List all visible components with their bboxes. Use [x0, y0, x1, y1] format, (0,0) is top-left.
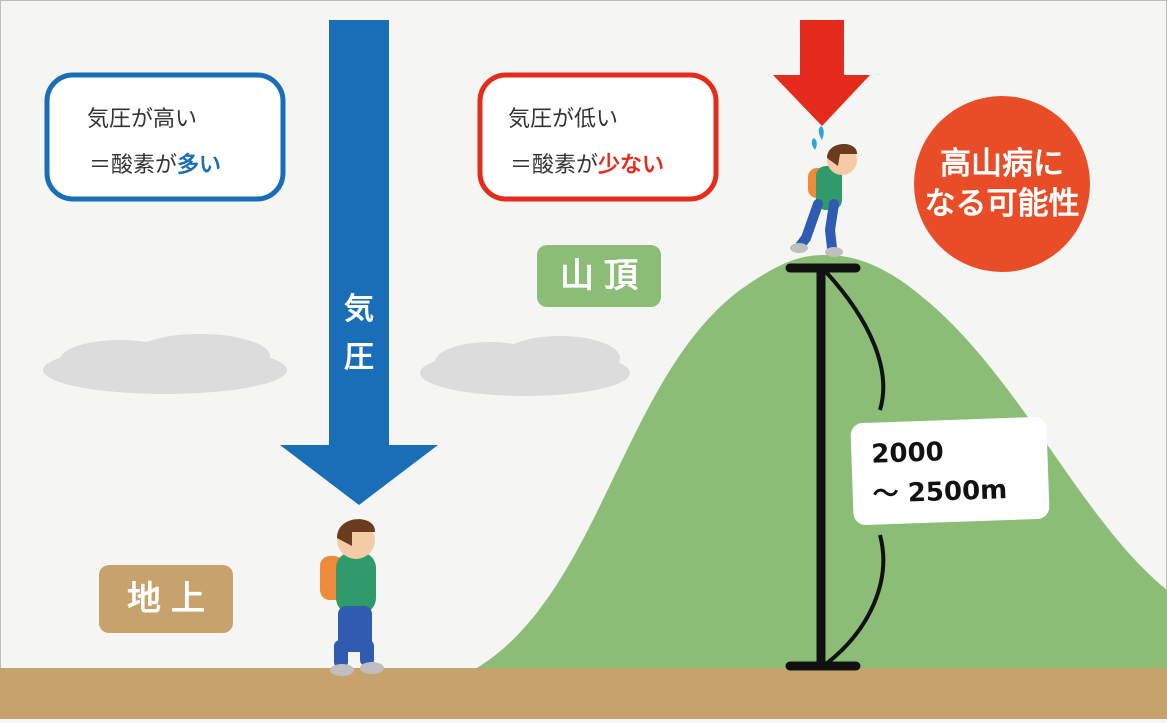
pressure-arrow-red [773, 20, 870, 126]
ground-label: 地上 [99, 565, 233, 633]
cloud-left [43, 334, 287, 394]
hiker-icon [320, 519, 384, 676]
oxygen-high-line: ＝酸素が多い [89, 147, 221, 179]
pressure-char-2: 圧 [344, 340, 374, 375]
height-curve-bottom [824, 534, 886, 666]
high-pressure-text: 気圧が高い [87, 107, 198, 132]
ground [0, 668, 1167, 719]
left-box-border [44, 72, 286, 202]
height-bracket [785, 263, 861, 671]
height-range-line-1: 2000 [870, 437, 945, 470]
height-range-label: 2000 ～ 2500m [850, 416, 1050, 526]
oxygen-low-line: ＝酸素が少ない [510, 147, 664, 179]
oxygen-prefix: ＝酸素が [89, 153, 178, 178]
pressure-char-1: 気 [344, 292, 374, 327]
low-pressure-text: 気圧が低い [508, 107, 619, 132]
altitude-sickness-badge: 高山病に なる可能性 [914, 96, 1090, 272]
pressure-arrow-label: 気 圧 [339, 286, 379, 382]
badge-line-1: 高山病に [940, 146, 1064, 182]
high-pressure-box: 気圧が高い ＝酸素が多い [47, 75, 283, 199]
oxygen-prefix-low: ＝酸素が [510, 153, 599, 178]
oxygen-high-emphasis: 多い [177, 153, 222, 178]
badge-line-2: なる可能性 [924, 186, 1080, 222]
summit-label: 山頂 [537, 245, 661, 307]
oxygen-low-emphasis: 少ない [598, 153, 665, 178]
pressure-arrow-blue [280, 20, 438, 505]
low-pressure-box: 気圧が低い ＝酸素が少ない [480, 75, 716, 199]
hiker-summit-icon [790, 143, 858, 257]
cloud-right [420, 336, 630, 396]
height-curve-top [824, 270, 886, 411]
height-range-line-2: ～ 2500m [872, 475, 1008, 510]
right-box-border [477, 72, 719, 202]
sweat-drop-icon [811, 126, 824, 150]
